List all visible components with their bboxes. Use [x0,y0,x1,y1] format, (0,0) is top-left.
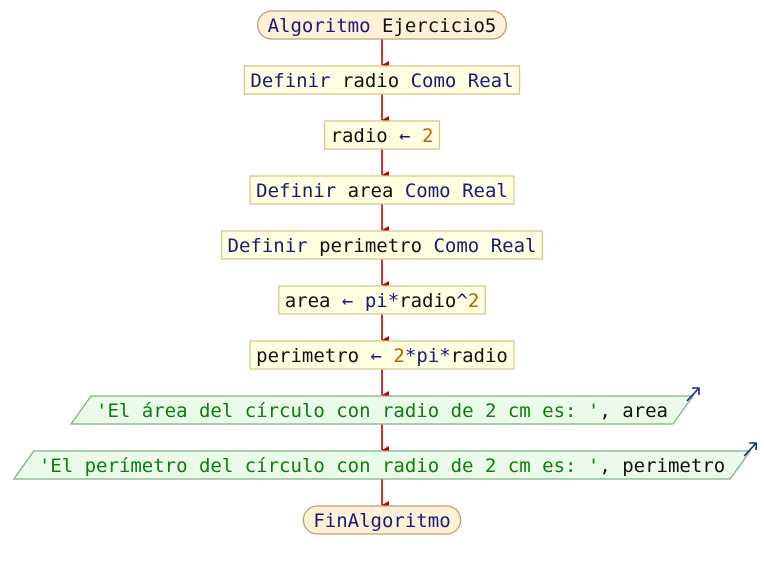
token-num: 2 [393,345,404,367]
token-str: 'El perímetro del círculo con radio de 2… [39,455,600,477]
token-id: radio [451,345,508,367]
token-kw: Real [468,70,514,92]
token-kw: Definir [250,70,330,92]
process-shape [323,120,441,150]
node-write-perimetro: 'El perímetro del círculo con radio de 2… [12,442,757,480]
token-id: perimetro [256,345,359,367]
terminal-shape [302,505,462,535]
token-op: * [405,345,416,367]
node-text: perimetro ← 2*pi*radio [256,345,508,367]
node-end: FinAlgoritmo [302,505,462,535]
token-num: 2 [468,290,479,312]
node-text: FinAlgoritmo [313,510,450,532]
token-op: ← [359,345,393,367]
token-str: 'El área del círculo con radio de 2 cm e… [96,400,599,422]
node-def-area: Definir area Como Real [249,175,515,205]
token-op: ← [388,125,422,147]
node-text: Definir area Como Real [256,180,508,202]
token-id: area [285,290,331,312]
node-text: 'El área del círculo con radio de 2 cm e… [96,400,668,422]
token-kw: Como [405,180,451,202]
token-id: radio [399,290,456,312]
token-kw: Definir [228,235,308,257]
token-id [451,180,462,202]
token-kw: Como [433,235,479,257]
token-op: * [388,290,399,312]
token-kw: FinAlgoritmo [313,510,450,532]
token-op: * [439,345,450,367]
node-text: area ← pi*radio^2 [285,290,480,312]
process-shape [220,230,544,260]
terminal-shape [256,10,508,40]
token-id: perimetro [308,235,434,257]
token-id: Ejercicio5 [371,15,497,37]
process-shape [243,65,521,95]
token-kw: Definir [256,180,336,202]
token-id: area [336,180,405,202]
node-text: 'El perímetro del círculo con radio de 2… [39,455,725,477]
process-shape [249,340,515,370]
token-id: , area [599,400,668,422]
output-arrow-icon [743,442,757,457]
node-text: radio ← 2 [331,125,434,147]
node-text: Definir perimetro Como Real [228,235,537,257]
token-kw: pi [365,290,388,312]
token-id: radio [331,125,388,147]
node-assign-radio: radio ← 2 [323,120,441,150]
output-shape [12,450,752,480]
token-id [456,70,467,92]
token-num: 2 [422,125,433,147]
token-kw: Real [462,180,508,202]
token-op: ^ [456,290,467,312]
node-def-radio: Definir radio Como Real [243,65,521,95]
output-shape [69,395,695,425]
token-id: radio [331,70,411,92]
node-assign-area: area ← pi*radio^2 [278,285,486,315]
output-arrow-icon [686,387,700,402]
node-text: Definir radio Como Real [250,70,513,92]
token-id: , perimetro [599,455,725,477]
token-id [479,235,490,257]
node-def-perimetro: Definir perimetro Como Real [220,230,544,260]
node-write-area: 'El área del círculo con radio de 2 cm e… [69,387,700,425]
token-op: ← [330,290,364,312]
process-shape [278,285,486,315]
token-kw: Como [411,70,457,92]
node-start: Algoritmo Ejercicio5 [256,10,508,40]
process-shape [249,175,515,205]
token-kw: Algoritmo [268,15,371,37]
token-kw: Real [491,235,537,257]
token-kw: pi [416,345,439,367]
node-assign-perimetro: perimetro ← 2*pi*radio [249,340,515,370]
node-text: Algoritmo Ejercicio5 [268,15,497,37]
